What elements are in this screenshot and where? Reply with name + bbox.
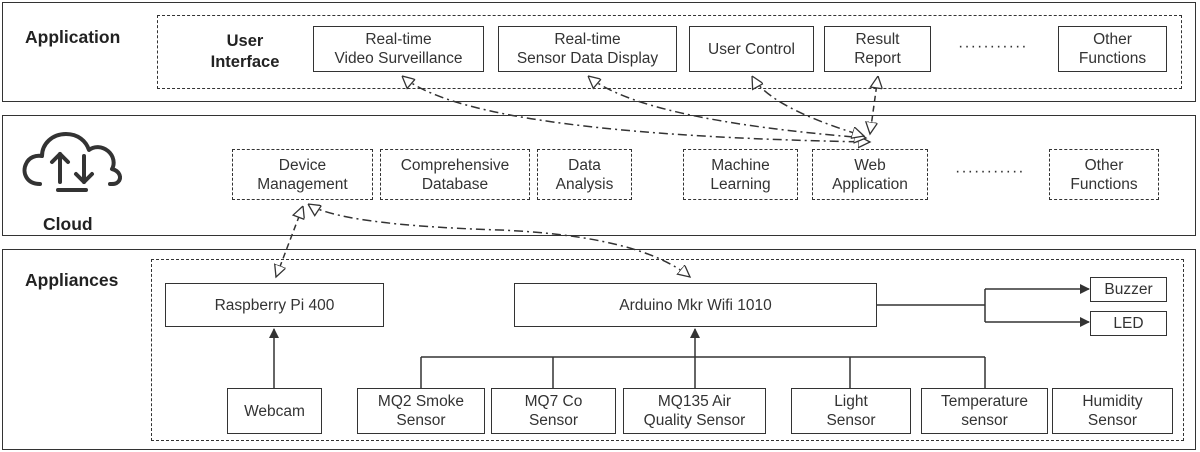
ui-video-surveillance[interactable]: Real-time Video Surveillance <box>313 26 484 72</box>
cloud-ellipsis: ··········· <box>955 163 1025 180</box>
ui-result-report[interactable]: Result Report <box>824 26 931 72</box>
sensor-mq135[interactable]: MQ135 Air Quality Sensor <box>623 388 766 434</box>
cloud-data-analysis[interactable]: Data Analysis <box>537 149 632 200</box>
ui-other-functions[interactable]: Other Functions <box>1058 26 1167 72</box>
sensor-light[interactable]: Light Sensor <box>791 388 911 434</box>
ui-user-control[interactable]: User Control <box>689 26 814 72</box>
webcam-box[interactable]: Webcam <box>227 388 322 434</box>
appliances-layer-title: Appliances <box>25 270 119 290</box>
ui-sensor-data-display[interactable]: Real-time Sensor Data Display <box>498 26 677 72</box>
cloud-layer-title: Cloud <box>43 214 93 234</box>
cloud-machine-learning[interactable]: Machine Learning <box>683 149 798 200</box>
buzzer-box[interactable]: Buzzer <box>1090 277 1167 302</box>
sensor-humidity[interactable]: Humidity Sensor <box>1052 388 1173 434</box>
ui-ellipsis: ··········· <box>958 38 1028 55</box>
sensor-mq7[interactable]: MQ7 Co Sensor <box>491 388 616 434</box>
cloud-web-application[interactable]: Web Application <box>812 149 928 200</box>
sensor-mq2[interactable]: MQ2 Smoke Sensor <box>357 388 485 434</box>
cloud-other-functions[interactable]: Other Functions <box>1049 149 1159 200</box>
cloud-comprehensive-database[interactable]: Comprehensive Database <box>380 149 530 200</box>
arduino-box[interactable]: Arduino Mkr Wifi 1010 <box>514 283 877 327</box>
cloud-device-management[interactable]: Device Management <box>232 149 373 200</box>
application-layer-title: Application <box>25 27 121 47</box>
cloud-upload-download-icon <box>22 132 122 192</box>
led-box[interactable]: LED <box>1090 311 1167 336</box>
sensor-temperature[interactable]: Temperature sensor <box>921 388 1048 434</box>
user-interface-label: User Interface <box>210 32 280 71</box>
raspberry-pi-box[interactable]: Raspberry Pi 400 <box>165 283 384 327</box>
